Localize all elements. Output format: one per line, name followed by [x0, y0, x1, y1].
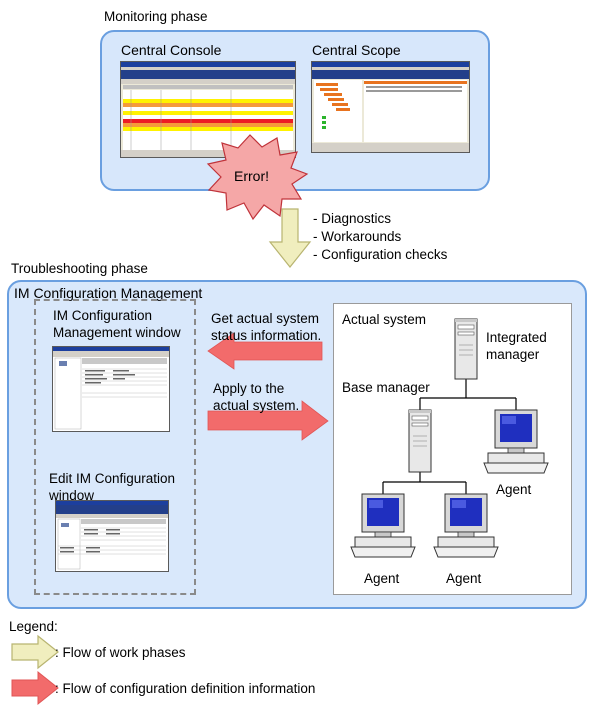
- integrated-manager-line1: Integrated: [486, 330, 547, 345]
- apply-line2: actual system.: [213, 398, 300, 413]
- apply-line1: Apply to the: [213, 381, 285, 396]
- window1-label-line1: IM Configuration: [53, 308, 153, 323]
- get-status-line1: Get actual system: [211, 311, 320, 326]
- edit-im-config-window-screenshot: [55, 500, 169, 572]
- actual-system-label: Actual system: [342, 312, 427, 327]
- transition-item-config-checks: - Configuration checks: [313, 247, 448, 262]
- agent-label-right: Agent: [496, 482, 532, 497]
- integrated-manager-line2: manager: [486, 347, 540, 362]
- agent-label-middle: Agent: [446, 571, 482, 586]
- central-scope-screenshot: [311, 61, 470, 153]
- im-windows-container: [34, 299, 196, 595]
- window1-label-line2: Management window: [53, 325, 181, 340]
- im-config-mgmt-label: IM Configuration Management: [14, 285, 203, 301]
- legend-config-info: : Flow of configuration definition infor…: [55, 681, 316, 696]
- window2-label-line2: window: [49, 488, 95, 503]
- error-label: Error!: [234, 168, 269, 184]
- central-console-screenshot: [120, 61, 296, 158]
- transition-item-workarounds: - Workarounds: [313, 229, 402, 244]
- central-scope-label: Central Scope: [312, 42, 401, 58]
- im-config-mgmt-window-screenshot: [52, 346, 170, 432]
- monitoring-phase-label: Monitoring phase: [104, 9, 208, 24]
- legend-title: Legend:: [9, 619, 58, 634]
- transition-item-diagnostics: - Diagnostics: [313, 211, 392, 226]
- base-manager-label: Base manager: [342, 380, 430, 395]
- window2-label-line1: Edit IM Configuration: [49, 471, 176, 486]
- troubleshooting-phase-label: Troubleshooting phase: [11, 261, 148, 276]
- legend-work-phases: : Flow of work phases: [55, 645, 186, 660]
- central-console-label: Central Console: [121, 42, 222, 58]
- agent-label-left: Agent: [364, 571, 400, 586]
- get-status-line2: status information.: [211, 328, 322, 343]
